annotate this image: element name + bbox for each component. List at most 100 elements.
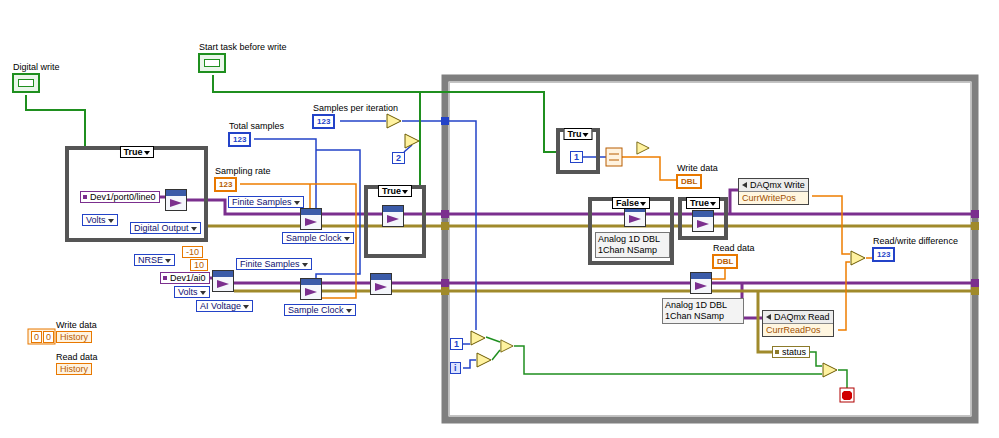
boolean-wire [838,370,847,388]
case-selector-text: True [382,186,401,196]
constant: Finite Samples [228,196,304,208]
terminal: Total samples123 [228,121,285,147]
terminal: Write dataDBL [676,163,719,189]
double-wire [622,157,676,180]
terminal-label: Total samples [228,121,285,131]
node-text: Dev1/port0/line0 [90,192,156,202]
double-wire [712,268,725,279]
terminal: Read dataDBL [712,243,756,269]
node-text: status [782,347,806,357]
terminal-label: Sampling rate [214,166,272,176]
case-selector: True [119,146,153,158]
constant: Dev1/port0/line0 [80,191,160,203]
boolean-wire [808,352,822,366]
terminal-label: Read data [712,243,756,253]
start-task-vi [693,211,714,232]
tunnel [971,287,979,295]
tunnel [441,117,449,125]
constant: Finite Samples [236,258,312,270]
double-wire [309,184,311,208]
tunnel [441,222,449,230]
node-text: Sample Clock [288,305,344,315]
node-text: NRSE [138,255,163,265]
and [637,142,649,154]
case-structure: Tru 1 [556,128,600,174]
create-channel-vi [166,190,187,211]
property-node: DAQmx WriteCurrWritePos [738,178,809,205]
integer-wire [463,343,470,345]
terminal-label: Write data [676,163,719,173]
tunnel [441,210,449,218]
while-loop [445,78,975,420]
integer-wire [316,150,360,278]
tunnel [971,279,979,287]
double-wire [838,262,850,330]
integer-wire [402,121,476,330]
property-node: Read dataHistory [56,352,98,375]
polymorphic-selector: Analog 1D DBL 1Chan NSamp [595,232,670,258]
boolean-terminal [198,53,226,73]
terminal-label: Samples per iteration [312,103,399,113]
terminal: Digital write [12,62,61,95]
tunnel [441,287,449,295]
while-loop-inner [450,83,971,416]
timing-vi [301,279,322,300]
node-text: Analog 1D DBL 1Chan NSamp [598,234,667,256]
tunnel [971,222,979,230]
terminal: Start task before write [198,42,288,75]
node-label: Read data [56,352,98,362]
boolean-wire [26,95,85,146]
terminal-label: Digital write [12,62,61,72]
constant: Sample Clock [282,232,354,244]
iteration-terminal: i [450,362,461,374]
case-structure: TrueDev1/port0/line0VoltsDigital Output [65,146,208,242]
array-constant [28,329,55,344]
boolean-wire [492,350,500,360]
property-name: CurrWritePos [739,192,808,204]
switch-icon [204,59,220,67]
double-wire [812,196,850,254]
terminal-type: DBL [676,174,702,189]
case-selector-text: False [616,198,639,208]
constant: -10 [182,246,203,258]
switch-icon [18,79,34,87]
build-array [606,148,622,166]
constant: Digital Output [130,222,201,234]
and [501,340,513,352]
case-structure: FalseAnalog 1D DBL 1Chan NSamp [588,197,674,265]
case-selector-text: Tru [567,129,581,139]
constant: Volts [82,214,118,226]
property-node: DAQmx ReadCurrReadPos [762,310,834,337]
node-text: Digital Output [134,223,189,233]
node-text: 2 [396,153,401,163]
constant: Dev1/ai0 [160,272,210,284]
case-structure: True [364,185,426,258]
array-element: 0 [31,331,42,343]
terminal-type: 123 [312,114,335,129]
node-text: Finite Samples [240,259,300,269]
constant: Volts [174,286,210,298]
terminal-type: 123 [228,132,251,147]
compare [477,353,491,367]
stop-terminal [840,388,854,402]
terminal-type: 123 [872,247,895,262]
array-element: 0 [43,331,54,343]
or [823,363,837,377]
unbundle-by-name: status [772,346,810,358]
create-channel-vi [213,271,234,292]
terminal: Read/write difference123 [872,236,959,262]
array-element-text: 0 [31,331,42,343]
case-selector: True [686,197,720,209]
node-text: i [454,363,457,373]
polymorphic-selector: Analog 1D DBL 1Chan NSamp [662,298,744,324]
boolean-wire [514,346,822,374]
terminal-label: Read/write difference [872,236,959,246]
error-wire [234,290,975,293]
boolean-wire [486,337,500,342]
case-selector: True [378,185,412,197]
constant: 1 [570,151,583,163]
build-array-line [609,160,619,161]
